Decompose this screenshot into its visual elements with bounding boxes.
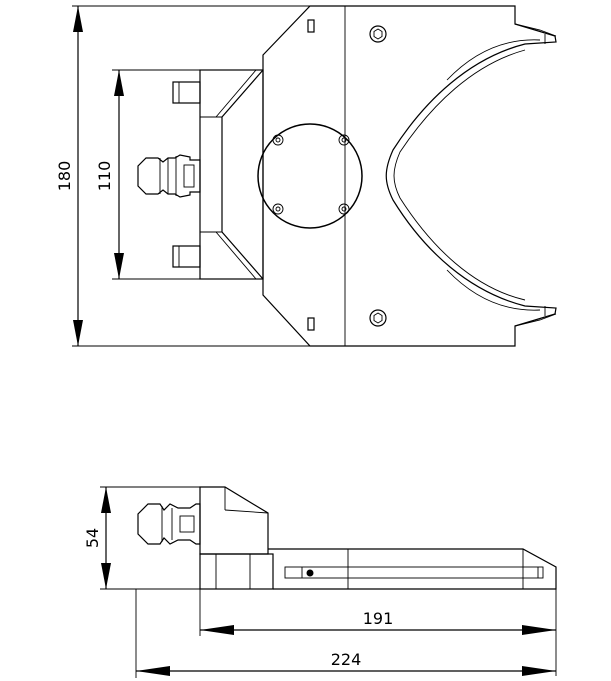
side-view: 54 [83, 486, 557, 678]
dim-label-54: 54 [83, 528, 102, 548]
side-pull-stud [137, 503, 201, 545]
top-view: 180 110 [55, 5, 557, 347]
dim-label-180: 180 [55, 161, 74, 192]
dimension-110: 110 [95, 69, 200, 280]
pull-stud [137, 154, 201, 198]
dim-label-110: 110 [95, 161, 114, 192]
dimension-191: 191 [199, 580, 557, 676]
dimension-54: 54 [83, 486, 200, 590]
dimension-180: 180 [55, 5, 345, 347]
dimension-224: 224 [135, 589, 556, 678]
dim-label-224: 224 [331, 650, 362, 669]
hex-bolt-icon [369, 25, 387, 327]
dim-label-191: 191 [363, 609, 394, 628]
side-arm [268, 548, 557, 590]
side-block [199, 486, 274, 590]
pin-icon [306, 569, 314, 577]
round-cover [257, 123, 363, 229]
main-plate [262, 5, 557, 347]
screw-icon [272, 134, 350, 215]
mount-block [172, 69, 264, 280]
